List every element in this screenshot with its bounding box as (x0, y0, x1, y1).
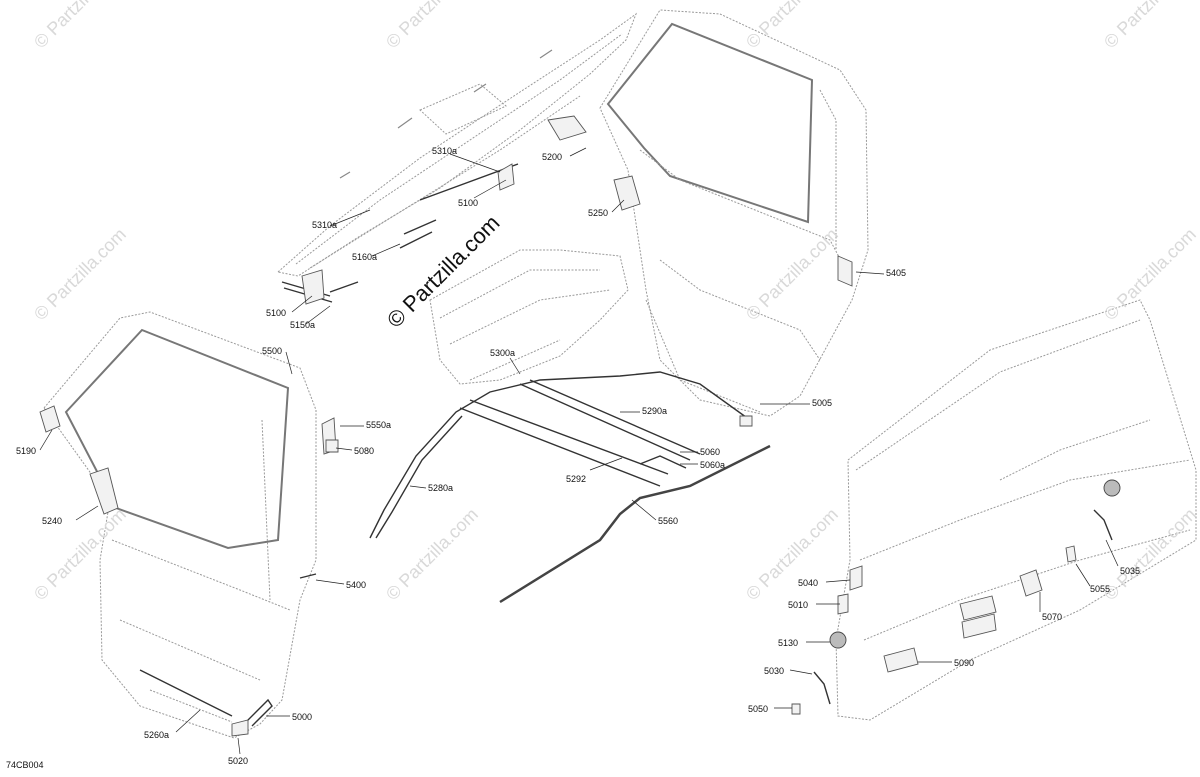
callout-label: 5190 (16, 446, 37, 456)
callout-label: 5005 (812, 398, 833, 408)
callout-label: 5010 (788, 600, 809, 610)
leader-lines (39, 147, 1119, 755)
callout-label: 5020 (228, 756, 249, 766)
callout-label: 5290a (642, 406, 668, 416)
callout-label: 5030 (764, 666, 785, 676)
rods-and-cables (281, 163, 771, 604)
callout-label: 5240 (42, 516, 63, 526)
center-frame-assembly (429, 249, 629, 385)
callout-label: 5550a (366, 420, 392, 430)
callout-label: 5000 (292, 712, 313, 722)
callout-label: 5560 (658, 516, 679, 526)
left-door-frame (43, 311, 317, 739)
callout-label: 5070 (1042, 612, 1063, 622)
callout-label: 5090 (954, 658, 975, 668)
callout-label: 5150a (290, 320, 316, 330)
callout-label: 5405 (886, 268, 907, 278)
callout-label: 5100 (458, 198, 479, 208)
callout-label: 5130 (778, 638, 799, 648)
drawing-code: 74CB004 (6, 760, 44, 770)
callout-label: 5280a (428, 483, 454, 493)
callout-label: 5400 (346, 580, 367, 590)
callout-label: 5500 (262, 346, 283, 356)
callout-label: 5250 (588, 208, 609, 218)
callout-label: 5060 (700, 447, 721, 457)
callout-label: 5310a (312, 220, 338, 230)
callout-label: 5060a (700, 460, 726, 470)
right-door-frame (599, 9, 869, 417)
callout-label: 5310a (432, 146, 458, 156)
callout-label: 5040 (798, 578, 819, 588)
roof-panel (276, 12, 638, 277)
callout-label: 5100 (266, 308, 287, 318)
callout-label: 5200 (542, 152, 563, 162)
callout-label: 5050 (748, 704, 769, 714)
callout-label: 5035 (1120, 566, 1141, 576)
callout-label: 5300a (490, 348, 516, 358)
callout-label: 5080 (354, 446, 375, 456)
callout-label: 5055 (1090, 584, 1111, 594)
callout-label: 5160a (352, 252, 378, 262)
callout-label: 5292 (566, 474, 587, 484)
small-parts (39, 115, 1121, 737)
callout-label: 5260a (144, 730, 170, 740)
